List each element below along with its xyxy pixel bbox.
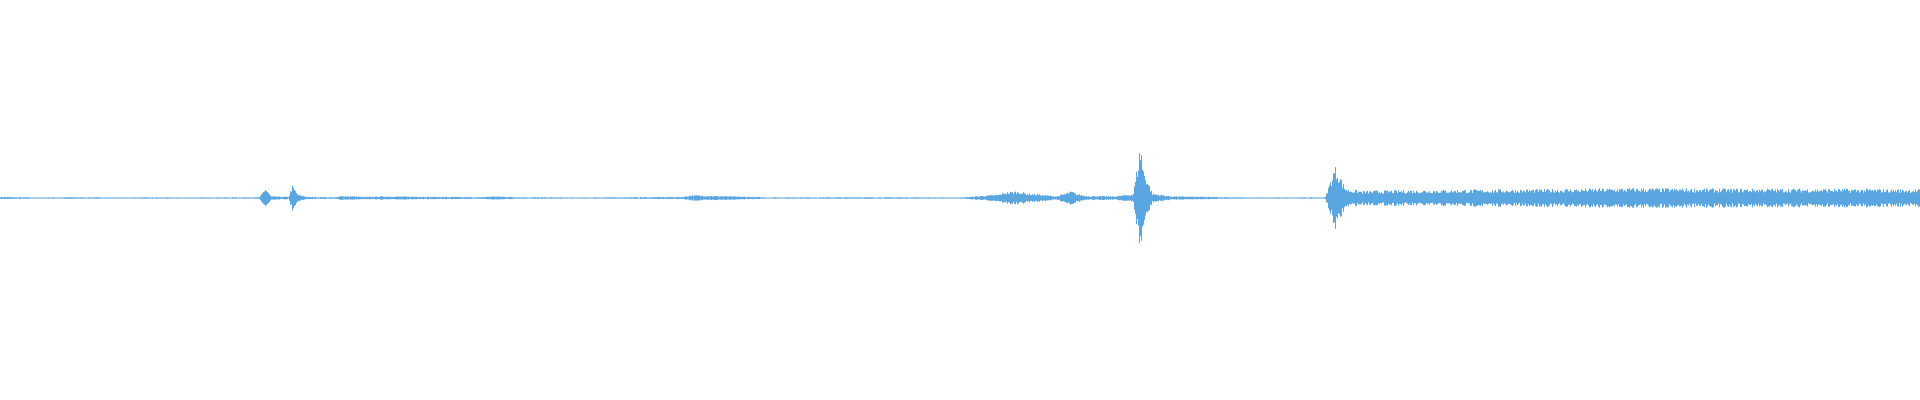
waveform-bars [0, 153, 1920, 243]
waveform-peaks [0, 153, 1920, 243]
